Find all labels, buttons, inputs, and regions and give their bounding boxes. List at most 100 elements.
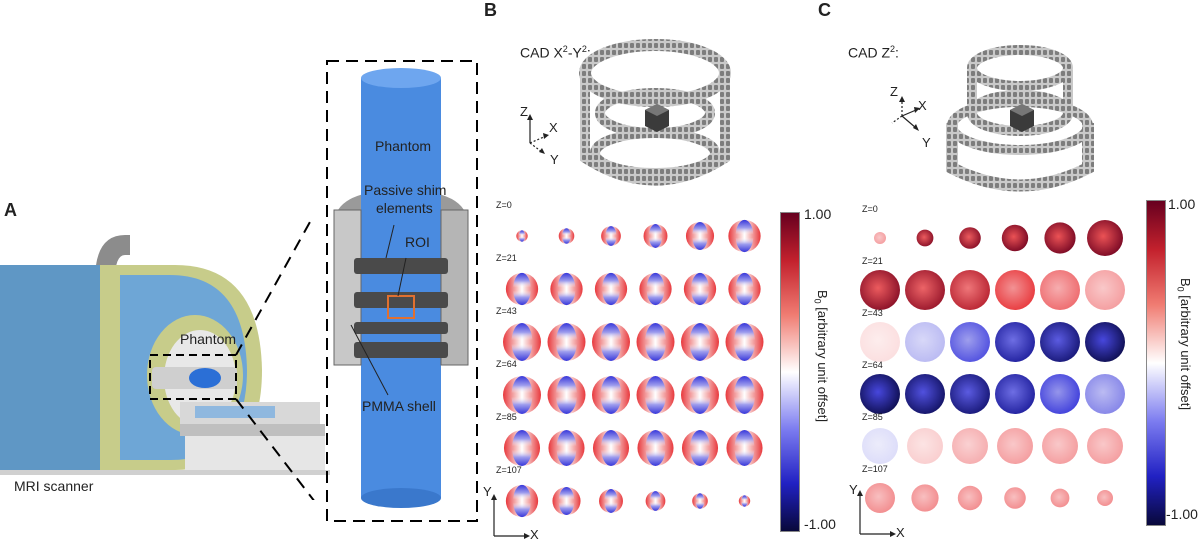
pmma-shell-left — [333, 209, 362, 366]
field-map-c-r5-c1 — [911, 484, 939, 512]
colorbar-b — [780, 212, 800, 532]
row-label-b-2: Z=43 — [496, 306, 517, 316]
field-map-b-r0-c1 — [558, 228, 575, 244]
phantom-small — [189, 368, 221, 388]
colorbar-b-title-b: B — [815, 290, 830, 299]
cad-b-axes — [527, 114, 549, 154]
pmma-shell-label: PMMA shell — [362, 398, 436, 414]
field-map-b-r3-c2 — [592, 376, 630, 414]
row-label-b-1: Z=21 — [496, 253, 517, 263]
colorbar-c-max: 1.00 — [1168, 196, 1196, 212]
field-map-b-r2-c1 — [547, 323, 586, 361]
field-map-b-r3-c1 — [547, 376, 586, 414]
table-base — [185, 436, 325, 470]
row-label-c-0: Z=0 — [862, 204, 878, 214]
field-map-b-r0-c4 — [685, 221, 715, 251]
phantom-label-a: Phantom — [180, 331, 237, 347]
maps-b-axis-x: X — [530, 527, 539, 542]
field-map-b-r4-c1 — [548, 429, 585, 467]
field-map-c-r1-c2 — [950, 270, 990, 310]
cad-c-axis-y: Y — [922, 135, 931, 150]
field-map-b-r0-c3 — [643, 224, 668, 248]
field-map-b-r0-c0 — [516, 230, 528, 242]
pmma-leader — [350, 324, 389, 396]
phantom-cylinder — [361, 78, 441, 498]
field-map-c-r0-c3 — [1001, 224, 1029, 252]
cad-b-sup1: 2 — [562, 44, 568, 54]
field-map-b-r5-c3 — [645, 491, 666, 511]
roi-label: ROI — [405, 234, 430, 250]
zoom-line-top — [235, 220, 313, 356]
field-map-c-r1-c1 — [905, 270, 945, 310]
field-map-b-r2-c4 — [681, 323, 719, 361]
row-label-b-0: Z=0 — [496, 200, 512, 210]
field-map-b-r4-c2 — [592, 429, 630, 467]
cad-c-axis-x: X — [918, 98, 927, 113]
passive-shim-label-1: Passive shim — [364, 182, 447, 198]
field-map-b-r1-c2 — [594, 272, 628, 306]
row-label-c-4: Z=85 — [862, 412, 883, 422]
cad-c-axes — [891, 96, 920, 131]
colorbar-c-title: B0 [arbitrary unit offset] — [1175, 278, 1193, 410]
zoom-line-bottom — [235, 398, 315, 500]
field-map-b-r4-c0 — [503, 429, 541, 467]
field-map-c-r5-c2 — [957, 485, 983, 511]
field-map-b-r2-c2 — [592, 323, 630, 361]
field-map-c-r4-c1 — [907, 428, 943, 464]
phantom-label-zoom: Phantom — [375, 138, 432, 154]
colorbar-c-min: -1.00 — [1166, 506, 1198, 522]
colorbar-b-max: 1.00 — [804, 206, 832, 222]
cad-b-suffix: : — [586, 44, 591, 61]
field-map-b-r3-c0 — [503, 376, 541, 414]
zoom-selection-box — [149, 354, 237, 400]
cad-c-model — [946, 45, 1094, 192]
maps-b-axes — [491, 494, 530, 539]
panel-b-letter: B — [484, 0, 497, 20]
field-map-b-r1-c1 — [550, 272, 583, 306]
field-map-c-r3-c3 — [995, 374, 1035, 414]
field-map-c-r0-c2 — [959, 227, 981, 249]
field-map-c-r3-c5 — [1085, 374, 1125, 414]
field-map-c-r1-c0 — [860, 270, 900, 310]
maps-b-axis-y: Y — [483, 484, 492, 499]
cad-c-suffix: : — [895, 44, 899, 61]
floor-line — [0, 470, 330, 475]
field-map-b-r5-c1 — [552, 486, 581, 516]
colorbar-b-min: -1.00 — [804, 516, 836, 532]
cad-c-prefix: CAD Z — [848, 44, 890, 61]
maps-c-axis-x: X — [896, 525, 905, 540]
cad-c-sup: 2 — [890, 44, 896, 54]
field-map-c-r0-c4 — [1044, 222, 1076, 254]
field-map-b-r5-c0 — [505, 484, 539, 518]
cad-b-mid: -Y — [567, 44, 582, 61]
colorbar-c-title-rest: [arbitrary unit offset] — [1178, 291, 1193, 410]
field-map-b-r3-c4 — [681, 376, 719, 414]
maps-c-axes — [857, 490, 896, 537]
colorbar-c-title-b: B — [1178, 278, 1193, 287]
field-map-b-r2-c3 — [636, 323, 675, 361]
cad-b-axis-y: Y — [550, 152, 559, 167]
field-map-c-r5-c0 — [865, 483, 895, 513]
passive-shim-label-2: elements — [376, 200, 433, 216]
field-map-c-r4-c2 — [952, 428, 988, 464]
cad-b-label: CAD X2-Y2: — [520, 44, 591, 61]
phantom-cylinder-bottom — [361, 488, 441, 508]
cad-b-sup2: 2 — [581, 44, 587, 54]
field-map-b-r5-c5 — [738, 495, 751, 507]
colorbar-b-title: B0 [arbitrary unit offset] — [812, 290, 830, 422]
maps-c-axis-y: Y — [849, 482, 858, 497]
field-map-c-r3-c0 — [860, 374, 900, 414]
cad-b-model — [579, 39, 731, 186]
panel-a-letter: A — [4, 200, 17, 220]
field-map-b-r5-c4 — [692, 493, 708, 509]
field-map-c-r1-c5 — [1085, 270, 1125, 310]
row-label-b-3: Z=64 — [496, 359, 517, 369]
field-map-b-r0-c5 — [728, 219, 761, 253]
field-map-c-r4-c5 — [1087, 428, 1123, 464]
field-map-b-r5-c2 — [599, 489, 623, 513]
table-edge — [180, 424, 325, 436]
field-map-c-r5-c4 — [1050, 488, 1070, 508]
field-map-c-r5-c3 — [1004, 487, 1026, 509]
field-maps-c — [860, 220, 1125, 513]
table-pad — [195, 406, 275, 418]
